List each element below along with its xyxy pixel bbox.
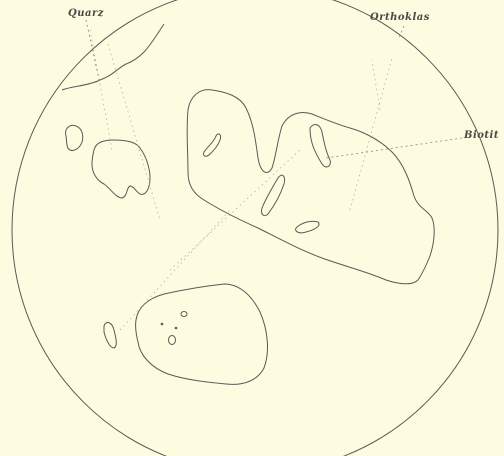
small-grain-left	[66, 125, 83, 150]
inclusion-3	[181, 312, 187, 317]
leader-biotit	[326, 138, 462, 158]
biotit-flake-2	[203, 134, 220, 156]
leader-quarz	[86, 20, 100, 84]
label-biotit: Biotit	[464, 130, 499, 141]
field-of-view-circle	[12, 0, 498, 456]
inclusion-1	[104, 323, 116, 348]
biotit-flake-4	[296, 221, 319, 233]
cleavage-line-3	[170, 150, 300, 270]
biotit-flake-3	[261, 175, 284, 215]
cleavage-line-5	[350, 58, 392, 210]
grain-left	[92, 140, 150, 198]
orthoklas-grain	[187, 90, 434, 284]
grain-bottom	[136, 284, 268, 384]
inclusion-2	[169, 336, 176, 345]
inclusion-dot-1	[161, 323, 164, 326]
cleavage-line-6	[372, 60, 380, 110]
quarz-grain-top-left	[62, 24, 164, 90]
label-quarz: Quarz	[68, 8, 104, 19]
label-orthoklas: Orthoklas	[370, 12, 430, 23]
inclusion-dot-2	[175, 327, 178, 330]
cleavage-line-4	[120, 210, 230, 330]
biotit-flake-1	[310, 125, 330, 167]
